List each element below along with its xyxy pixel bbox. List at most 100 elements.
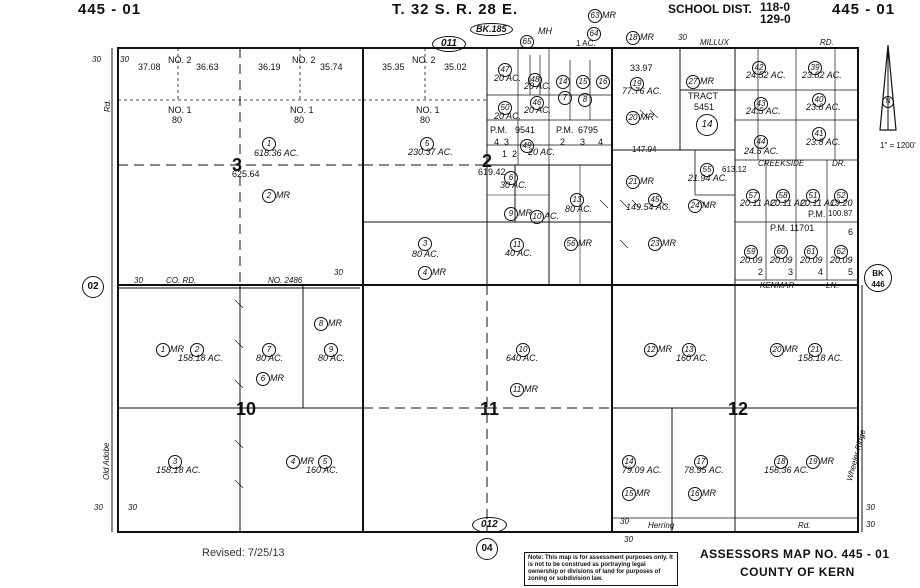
parcel-48: 48 xyxy=(528,70,542,87)
parcel-41: 41 xyxy=(812,124,826,141)
dist-61942: 619.42 xyxy=(478,167,506,177)
south-parcel-2: 2 xyxy=(190,340,204,357)
adjacent-map-bottom: 04 xyxy=(476,538,498,560)
road-rd-left: Rd. xyxy=(103,99,112,112)
tract-14: 14 xyxy=(696,114,718,136)
parcel-48-acres: 20 AC. xyxy=(524,81,552,91)
parcel-65: 65 xyxy=(520,32,534,49)
pm-lot-2b: 2 xyxy=(560,137,566,147)
parcel-61-acres: 20.09 xyxy=(800,255,823,265)
parcel-49: 49 xyxy=(520,136,534,153)
parcel-62-acres: 20.09 xyxy=(830,255,853,265)
parcel-58: 58 xyxy=(776,186,790,203)
pm-9541: 9541 xyxy=(515,125,536,135)
south-parcel-18-acres: 156.36 AC. xyxy=(764,465,809,475)
south-parcel-21-acres: 158.18 AC. xyxy=(798,353,843,363)
parcel-7-top: 7 xyxy=(558,88,572,105)
pm-label-b: P.M. xyxy=(556,125,574,135)
dist-62564: 625.64 xyxy=(232,169,260,179)
lot-no1-b: NO. 1 xyxy=(290,105,314,115)
road-width-30-f: 30 xyxy=(620,517,629,526)
pm-label-a: P.M. xyxy=(490,125,508,135)
south-parcel-14-acres: 79.09 AC. xyxy=(622,465,662,475)
parcel-45: 45 xyxy=(648,190,662,207)
parcel-59-acres: 20.09 xyxy=(740,255,763,265)
parcel-55: 55 xyxy=(700,160,714,177)
header-right-map-number: 445 - 01 xyxy=(832,1,896,18)
revised-date: Revised: 7/25/13 xyxy=(202,547,285,559)
south-parcel-5: 5 xyxy=(318,452,332,469)
adjacent-bottom-oval: 012 xyxy=(472,515,507,533)
dist-3397: 33.97 xyxy=(630,63,653,73)
parcel-11-acres: 40 AC. xyxy=(505,248,533,258)
dist-3619: 36.19 xyxy=(258,62,281,72)
road-herring: Herring xyxy=(648,521,675,530)
road-kenmar: KENMAR xyxy=(760,281,795,290)
tract-5451: 5451 xyxy=(694,102,715,112)
lot-no2-a: NO. 2 xyxy=(168,55,192,65)
assessment-note: Note: This map is for assessment purpose… xyxy=(524,552,678,586)
assessor-map-number: ASSESSORS MAP NO. 445 - 01 xyxy=(700,547,890,561)
pm-lot-1: 1 xyxy=(502,149,508,159)
parcel-50-acres: 20 AC. xyxy=(494,111,522,121)
dist-14794: 147.94 xyxy=(632,145,657,154)
lot-no1-a: NO. 1 xyxy=(168,105,192,115)
lot-no2-c: NO. 2 xyxy=(412,55,436,65)
parcel-47-acres: 20 AC. xyxy=(494,73,522,83)
road-width-30-k: 30 xyxy=(866,520,875,529)
parcel-57: 57 xyxy=(746,186,760,203)
parcel-51: 51 xyxy=(806,186,820,203)
lot-6-east: 6 xyxy=(848,227,854,237)
pm-lot-3b: 3 xyxy=(580,137,586,147)
south-parcel-9-acres: 80 AC. xyxy=(318,353,346,363)
parcel-13-acres: 80 AC. xyxy=(565,204,593,214)
pm-lot-2: 2 xyxy=(512,149,518,159)
dist-3574: 35.74 xyxy=(320,62,343,72)
road-width-30-h: 30 xyxy=(94,503,103,512)
header-township: T. 32 S. R. 28 E. xyxy=(392,1,519,18)
south-parcel-3: 3 xyxy=(168,452,182,469)
header-left-map-number: 445 - 01 xyxy=(78,1,142,18)
parcel-41-acres: 23.8 AC. xyxy=(806,137,841,147)
parcel-60-acres: 20.09 xyxy=(770,255,793,265)
header-school-dist-b: 129-0 xyxy=(760,12,791,26)
book-ref-badge: BK.185 xyxy=(470,20,513,36)
parcel-6-acres: 30 AC. xyxy=(500,180,528,190)
pm-east: P.M. xyxy=(808,209,826,219)
lot-80-c: 80 xyxy=(420,115,431,125)
map-frame xyxy=(117,47,859,533)
lot-80-a: 80 xyxy=(172,115,183,125)
header-school-dist-label: SCHOOL DIST. xyxy=(668,2,752,16)
lot-3-east: 3 xyxy=(788,267,794,277)
south-parcel-10: 10 xyxy=(516,340,530,357)
parcel-59: 59 xyxy=(744,242,758,259)
parcel-60: 60 xyxy=(774,242,788,259)
south-parcel-18: 18 xyxy=(774,452,788,469)
road-ln: LN. xyxy=(826,281,839,290)
parcel-3-acres: 80 AC. xyxy=(412,249,440,259)
ac-1-label: 1 AC. xyxy=(576,39,596,48)
dist-3502: 35.02 xyxy=(444,62,467,72)
dist-3663: 36.63 xyxy=(196,62,219,72)
parcel-45-acres: 149.54 AC. xyxy=(626,202,671,212)
road-rd-top: RD. xyxy=(820,38,834,47)
map-scale: 1" = 1200' xyxy=(880,141,916,150)
header-school-dist-a: 118-0 xyxy=(760,0,791,14)
road-width-30-d: 30 xyxy=(134,276,143,285)
road-width-30-i: 30 xyxy=(128,503,137,512)
road-width-30-b: 30 xyxy=(92,55,101,64)
road-rd-bottom: Rd. xyxy=(798,521,811,530)
parcel-8-top: 8 xyxy=(578,90,592,107)
mh-label: MH xyxy=(538,26,552,36)
